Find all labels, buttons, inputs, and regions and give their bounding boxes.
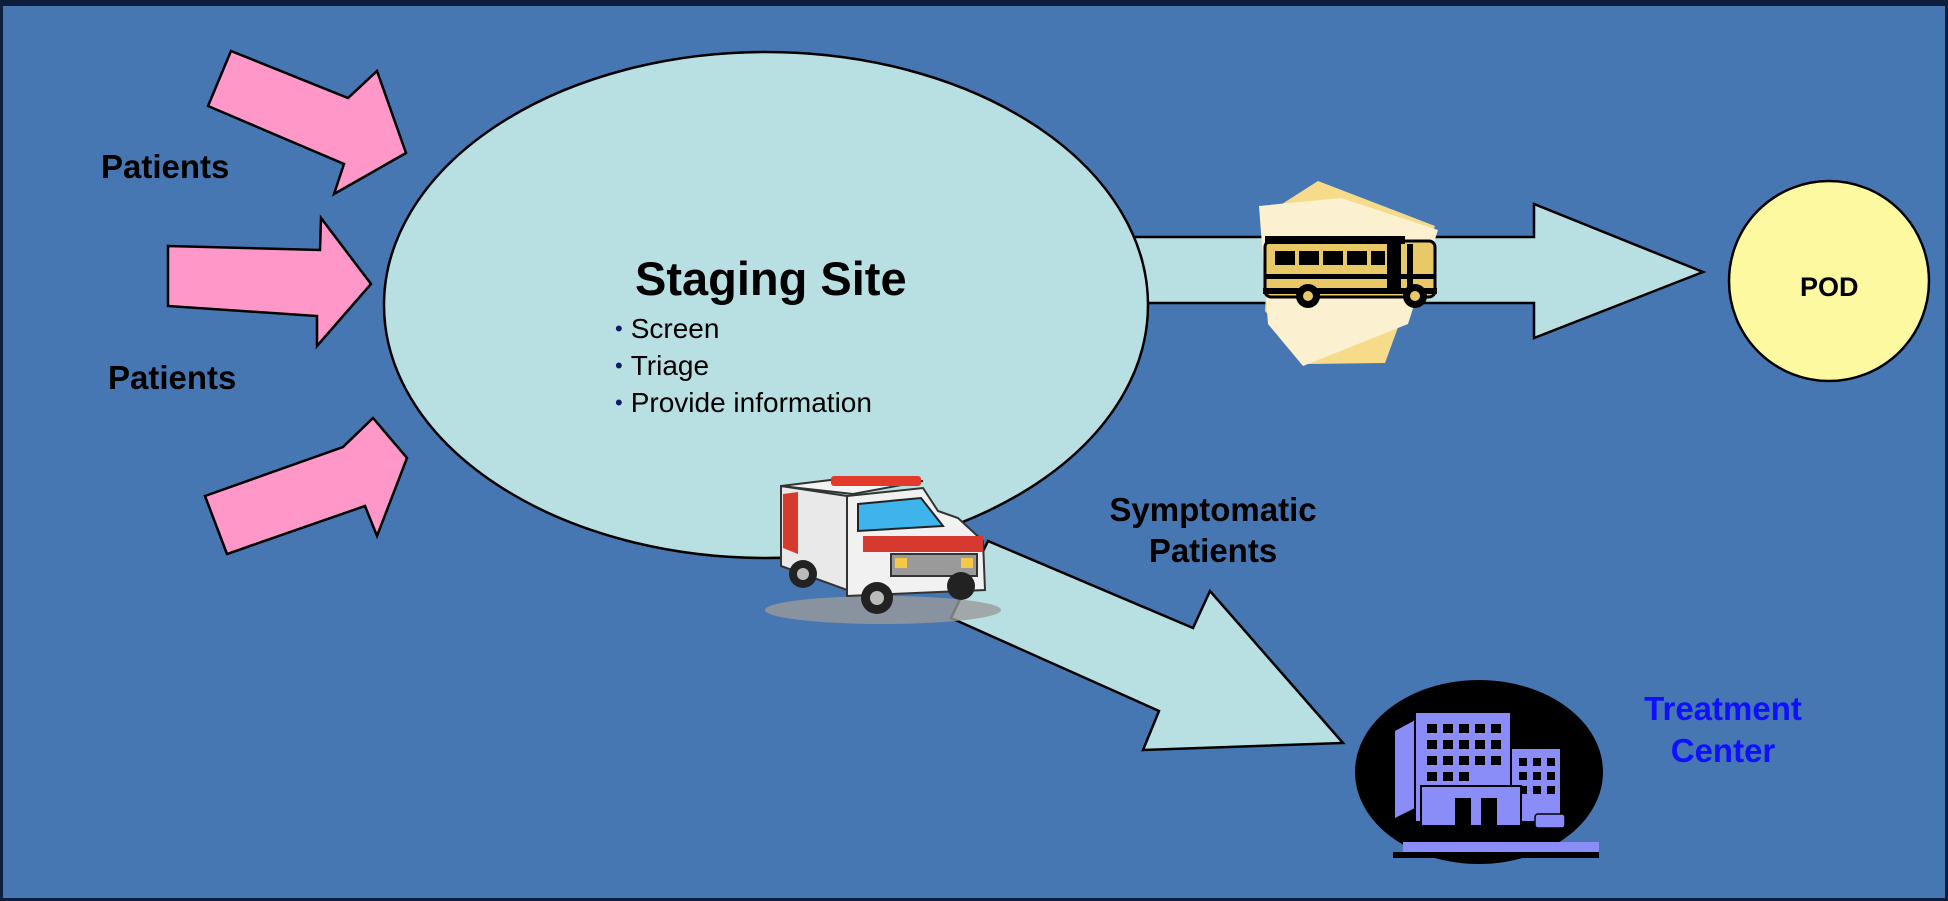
bullet-item: Provide information [615,385,872,422]
patients-label-middle: Patients [108,359,237,396]
staging-site-ellipse [382,50,1150,560]
patients-label-top: Patients [101,148,230,185]
ambulance-icon [765,476,1001,624]
hospital-building-icon [1355,680,1603,864]
incoming-arrow-bottom [203,416,409,556]
bullet-item: Screen [615,311,872,348]
symptomatic-patients-label: Symptomatic Patients [1063,489,1363,571]
symptomatic-line-1: Symptomatic [1109,491,1317,528]
pod-label: POD [1800,272,1859,302]
incoming-arrow-top [206,49,408,197]
treatment-center-label: Treatment Center [1603,688,1843,772]
arrow-to-treatment [949,539,1346,752]
treatment-line-2: Center [1670,732,1776,769]
pod-circle [1727,179,1931,383]
staging-site-title: Staging Site [635,252,907,305]
school-bus-icon [1259,181,1438,366]
staging-site-bullets: Screen Triage Provide information [615,311,872,422]
bullet-item: Triage [615,348,872,385]
treatment-line-1: Treatment [1644,690,1802,727]
symptomatic-line-2: Patients [1148,532,1278,569]
diagram-graphics [166,49,1931,864]
incoming-arrow-middle [166,214,373,350]
